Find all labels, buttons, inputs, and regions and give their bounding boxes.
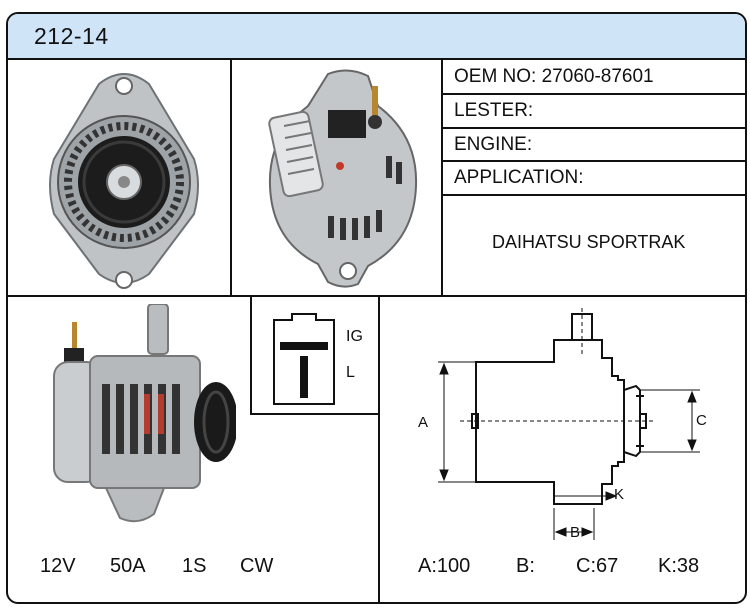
divider [441,58,443,297]
lester-field: LESTER: [454,100,534,121]
product-card: 212-14 OEM NO: 27060-87601 LESTER: ENGIN… [6,12,747,604]
divider [441,127,745,129]
oem-number: OEM NO: 27060-87601 [454,66,654,87]
divider [441,194,745,196]
divider [378,297,380,602]
divider [8,295,745,297]
divider [250,413,380,415]
spec-dimension-c: C:67 [576,555,619,577]
divider [441,160,745,162]
alternator-rear-image [268,69,418,288]
divider [230,58,232,297]
dimension-label-c: C [696,412,707,429]
spec-voltage: 12V [40,555,76,577]
spec-amperage: 50A [110,555,146,577]
plug-connector-diagram [273,313,335,405]
dimension-label-k: K [614,486,625,503]
spec-dimension-b: B: [516,555,535,577]
plug-label-ig: IG [346,328,363,345]
dimension-label-a: A [418,414,429,431]
divider [441,93,745,95]
application-value: DAIHATSU SPORTRAK [492,232,686,252]
application-field: APPLICATION: [454,167,584,188]
part-number-title: 212-14 [34,23,109,49]
alternator-side-image [53,304,236,523]
divider [250,297,252,415]
spec-dimension-k: K:38 [658,555,700,577]
alternator-front-image [49,73,199,289]
plug-label-l: L [346,364,355,381]
header-bar: 212-14 [8,14,745,60]
dimension-diagram [438,308,700,540]
dimension-label-b: B [570,524,581,541]
spec-dimension-a: A:100 [418,555,471,577]
engine-field: ENGINE: [454,134,533,155]
spec-rotation: CW [240,555,274,577]
spec-s: 1S [182,555,207,577]
